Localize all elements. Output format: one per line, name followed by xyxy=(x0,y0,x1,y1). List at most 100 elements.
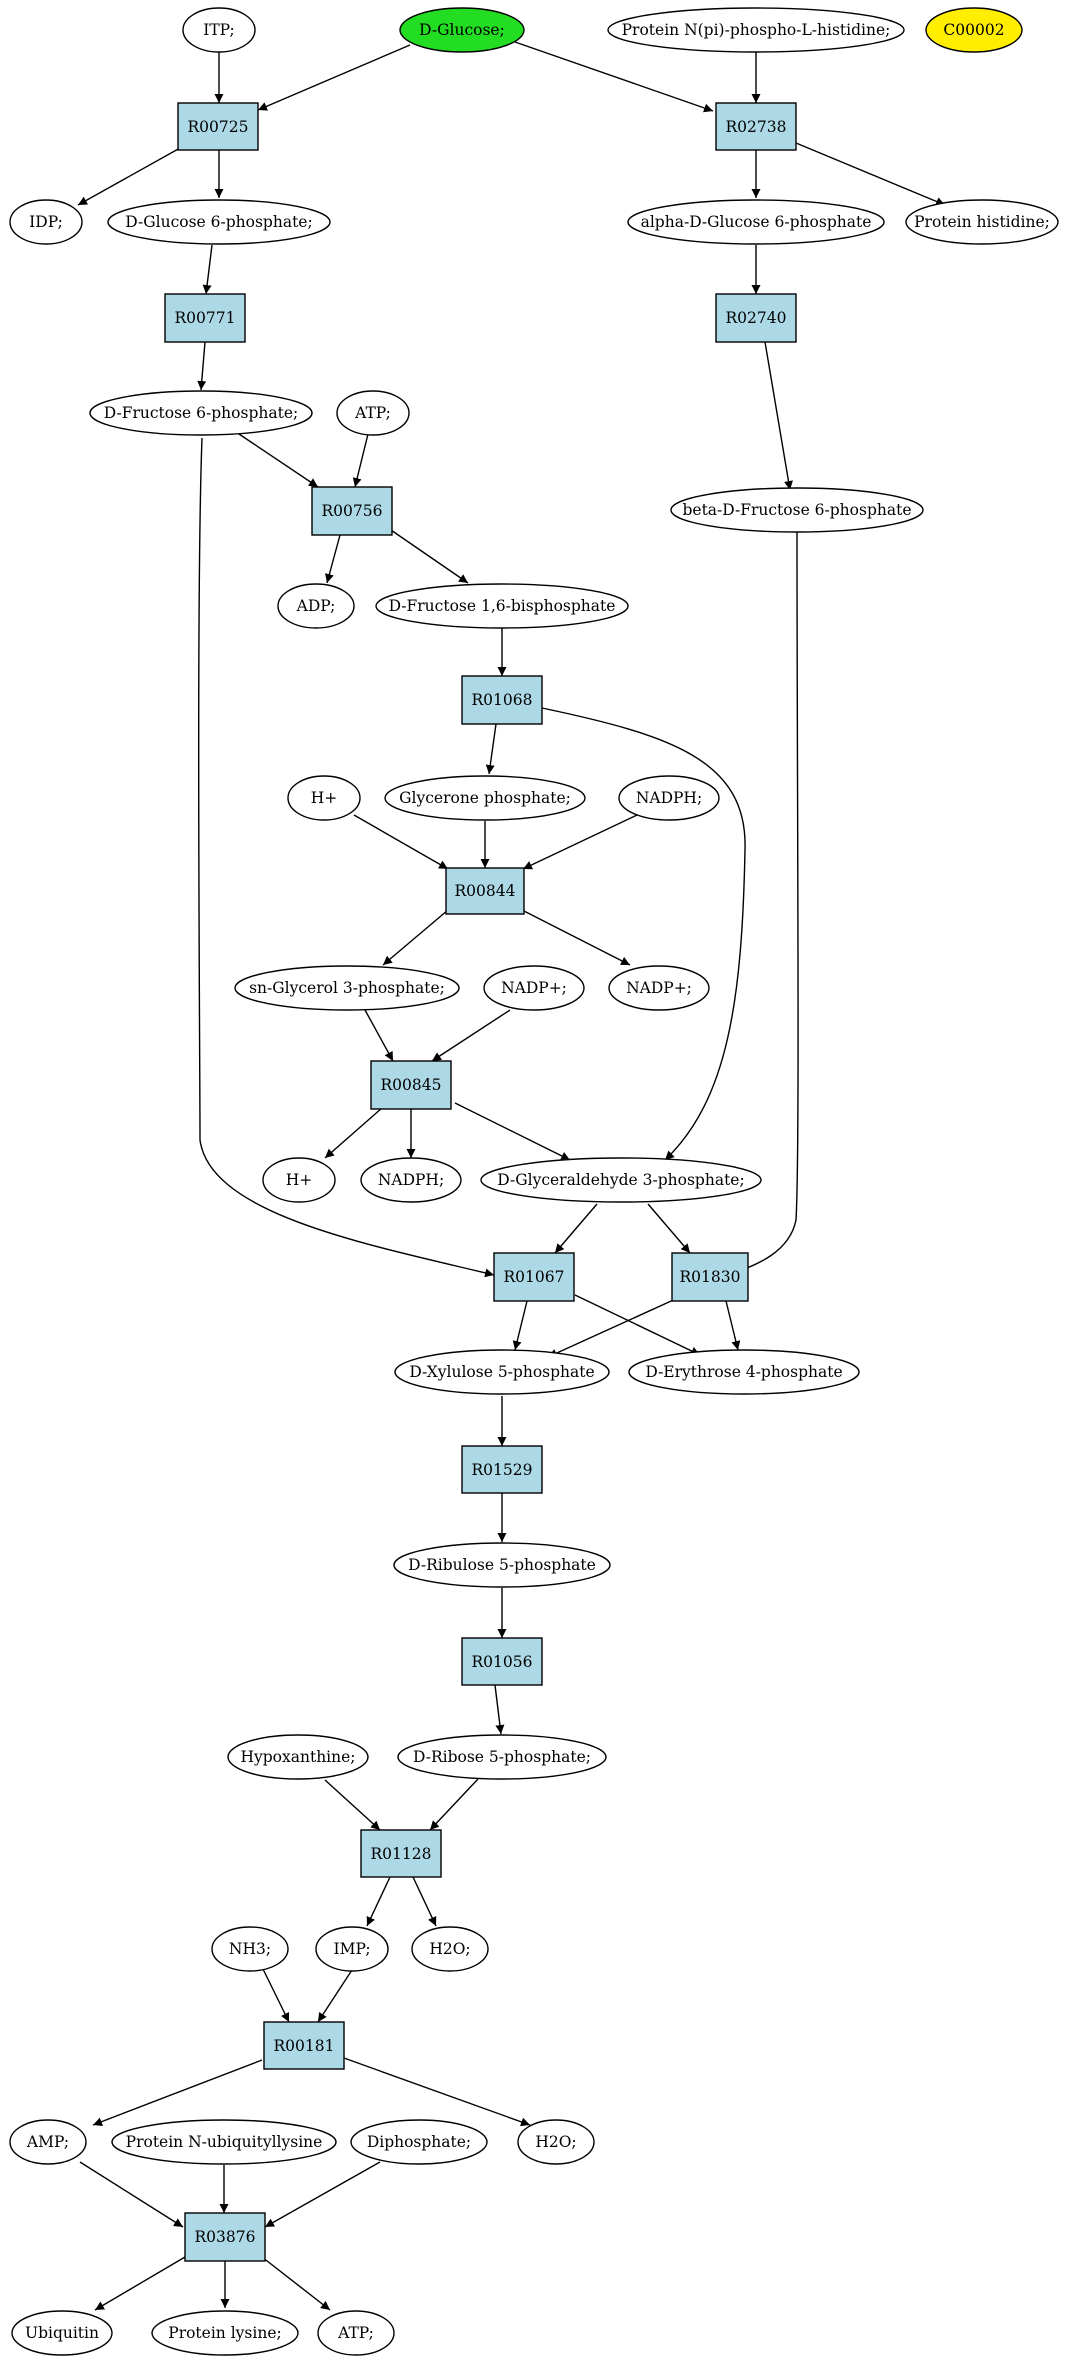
svg-text:Diphosphate;: Diphosphate; xyxy=(367,2133,471,2151)
compound-protein-histidine[interactable]: Protein histidine; xyxy=(905,199,1059,245)
reaction-r00845[interactable]: R00845 xyxy=(370,1060,452,1110)
edge-r02738-prothis xyxy=(795,142,946,206)
compound-d-ribulose-5-phosphate[interactable]: D-Ribulose 5-phosphate xyxy=(393,1542,611,1588)
svg-text:AMP;: AMP; xyxy=(26,2133,69,2151)
svg-text:R01830: R01830 xyxy=(680,1268,741,1286)
svg-text:R01067: R01067 xyxy=(504,1268,565,1286)
compound-beta-d-fructose-6-phosphate[interactable]: beta-D-Fructose 6-phosphate xyxy=(670,487,924,533)
edge-df6p-r01067 xyxy=(197,437,495,1278)
reaction-r00756[interactable]: R00756 xyxy=(311,486,393,536)
reaction-r01068[interactable]: R01068 xyxy=(461,675,543,725)
edge-r01068-glycp xyxy=(485,723,497,775)
svg-text:R00771: R00771 xyxy=(175,309,236,327)
edge-r01830-dx5p xyxy=(547,1296,681,1358)
edge-r01067-de4p xyxy=(574,1294,701,1356)
svg-text:R00844: R00844 xyxy=(455,882,516,900)
svg-text:Hypoxanthine;: Hypoxanthine; xyxy=(240,1748,355,1766)
compound-atp-1[interactable]: ATP; xyxy=(336,390,410,436)
reaction-r02740[interactable]: R02740 xyxy=(715,293,797,343)
reaction-r00725[interactable]: R00725 xyxy=(177,102,259,151)
edge-dg6p-r00771 xyxy=(202,244,213,295)
compound-protein-lysine[interactable]: Protein lysine; xyxy=(151,2310,299,2356)
compound-h2o-1[interactable]: H2O; xyxy=(411,1926,489,1972)
reaction-r02738[interactable]: R02738 xyxy=(715,102,797,151)
compound-sn-glycerol-3-phosphate[interactable]: sn-Glycerol 3-phosphate; xyxy=(234,965,460,1011)
svg-text:R00756: R00756 xyxy=(322,502,383,520)
reactions: R00725 R02738 R00771 R02740 R00756 R0106… xyxy=(164,102,797,2262)
svg-text:NADP+;: NADP+; xyxy=(626,979,692,997)
reaction-r01529[interactable]: R01529 xyxy=(461,1445,543,1494)
compound-d-ribose-5-phosphate[interactable]: D-Ribose 5-phosphate; xyxy=(397,1734,607,1780)
compound-nadph-1[interactable]: NADPH; xyxy=(618,775,720,821)
compound-hypoxanthine[interactable]: Hypoxanthine; xyxy=(227,1734,369,1780)
compound-protein-n-ubiquityllysine[interactable]: Protein N-ubiquityllysine xyxy=(111,2119,337,2165)
edge-amp-r03876 xyxy=(79,2161,184,2228)
svg-text:NH3;: NH3; xyxy=(229,1940,271,1958)
compound-ubiquitin[interactable]: Ubiquitin xyxy=(11,2310,113,2356)
compound-imp[interactable]: IMP; xyxy=(315,1926,389,1972)
edge-sng3p-r00845 xyxy=(364,1009,394,1062)
compound-d-glucose[interactable]: D-Glucose; xyxy=(399,7,525,53)
compound-c00002[interactable]: C00002 xyxy=(925,7,1023,53)
svg-text:R01128: R01128 xyxy=(371,1845,432,1863)
edge-r00181-amp xyxy=(92,2059,263,2126)
reaction-r00771[interactable]: R00771 xyxy=(164,293,246,343)
compound-protein-npi-phospho-histidine[interactable]: Protein N(pi)-phospho-L-histidine; xyxy=(607,7,905,53)
edge-r01056-dr5p xyxy=(494,1684,505,1735)
compound-h2o-2[interactable]: H2O; xyxy=(517,2119,595,2165)
svg-text:C00002: C00002 xyxy=(943,21,1004,39)
svg-text:Ubiquitin: Ubiquitin xyxy=(25,2324,99,2342)
compound-d-glucose-6-phosphate[interactable]: D-Glucose 6-phosphate; xyxy=(107,199,331,245)
svg-text:D-Xylulose 5-phosphate: D-Xylulose 5-phosphate xyxy=(409,1363,594,1381)
edge-hypox-r01128 xyxy=(324,1779,381,1831)
edge-r00844-nadp2 xyxy=(521,909,631,966)
edge-r03876-atp2 xyxy=(261,2256,331,2311)
edge-nadph1-r00844 xyxy=(522,814,638,870)
compound-glycerone-phosphate[interactable]: Glycerone phosphate; xyxy=(384,775,586,821)
compound-idp[interactable]: IDP; xyxy=(9,199,83,245)
compound-h-plus-1[interactable]: H+ xyxy=(287,775,361,821)
svg-text:Protein lysine;: Protein lysine; xyxy=(168,2324,281,2342)
svg-text:NADPH;: NADPH; xyxy=(636,789,702,807)
compound-h-plus-2[interactable]: H+ xyxy=(262,1157,336,1203)
compound-itp[interactable]: ITP; xyxy=(182,7,256,53)
compound-nh3[interactable]: NH3; xyxy=(211,1926,289,1972)
compound-d-xylulose-5-phosphate[interactable]: D-Xylulose 5-phosphate xyxy=(394,1349,610,1395)
svg-text:R00725: R00725 xyxy=(188,118,249,136)
svg-text:IMP;: IMP; xyxy=(333,1940,370,1958)
compound-nadp-plus-2[interactable]: NADP+; xyxy=(608,965,710,1011)
svg-text:R01529: R01529 xyxy=(472,1461,533,1479)
compound-alpha-d-glucose-6-phosphate[interactable]: alpha-D-Glucose 6-phosphate xyxy=(627,199,885,245)
edge-bf6p-r01830 xyxy=(721,531,799,1279)
compound-d-glyceraldehyde-3-phosphate[interactable]: D-Glyceraldehyde 3-phosphate; xyxy=(480,1157,762,1203)
compound-adp[interactable]: ADP; xyxy=(277,583,355,629)
compound-atp-2[interactable]: ATP; xyxy=(317,2310,395,2356)
reaction-r01067[interactable]: R01067 xyxy=(493,1252,575,1302)
compound-nadph-2[interactable]: NADPH; xyxy=(360,1157,462,1203)
compound-amp[interactable]: AMP; xyxy=(9,2119,87,2165)
compound-diphosphate[interactable]: Diphosphate; xyxy=(350,2119,488,2165)
compound-d-erythrose-4-phosphate[interactable]: D-Erythrose 4-phosphate xyxy=(628,1349,860,1395)
edge-r02740-bf6p xyxy=(764,341,793,491)
reaction-r03876[interactable]: R03876 xyxy=(184,2212,266,2262)
svg-text:R00181: R00181 xyxy=(274,2037,335,2055)
edge-r01128-h2o1 xyxy=(412,1876,437,1927)
compound-nadp-plus-1[interactable]: NADP+; xyxy=(483,965,585,1011)
reaction-r01056[interactable]: R01056 xyxy=(461,1637,543,1686)
edge-atp1-r00756 xyxy=(352,433,369,488)
compound-d-fructose-6-phosphate[interactable]: D-Fructose 6-phosphate; xyxy=(89,390,313,436)
edge-r00771-df6p xyxy=(197,341,207,391)
edges xyxy=(77,41,946,2311)
svg-text:D-Glyceraldehyde 3-phosphate;: D-Glyceraldehyde 3-phosphate; xyxy=(497,1171,744,1189)
svg-text:R01068: R01068 xyxy=(472,691,533,709)
edge-r00181-h2o2 xyxy=(343,2057,531,2127)
svg-text:Glycerone phosphate;: Glycerone phosphate; xyxy=(399,789,571,807)
reaction-r01830[interactable]: R01830 xyxy=(671,1252,749,1302)
svg-text:ATP;: ATP; xyxy=(337,2324,374,2342)
reaction-r00181[interactable]: R00181 xyxy=(263,2021,345,2070)
reaction-r00844[interactable]: R00844 xyxy=(445,867,525,915)
svg-text:NADPH;: NADPH; xyxy=(378,1171,444,1189)
reaction-r01128[interactable]: R01128 xyxy=(360,1829,442,1878)
compound-d-fructose-1-6-bisphosphate[interactable]: D-Fructose 1,6-bisphosphate xyxy=(375,583,629,629)
